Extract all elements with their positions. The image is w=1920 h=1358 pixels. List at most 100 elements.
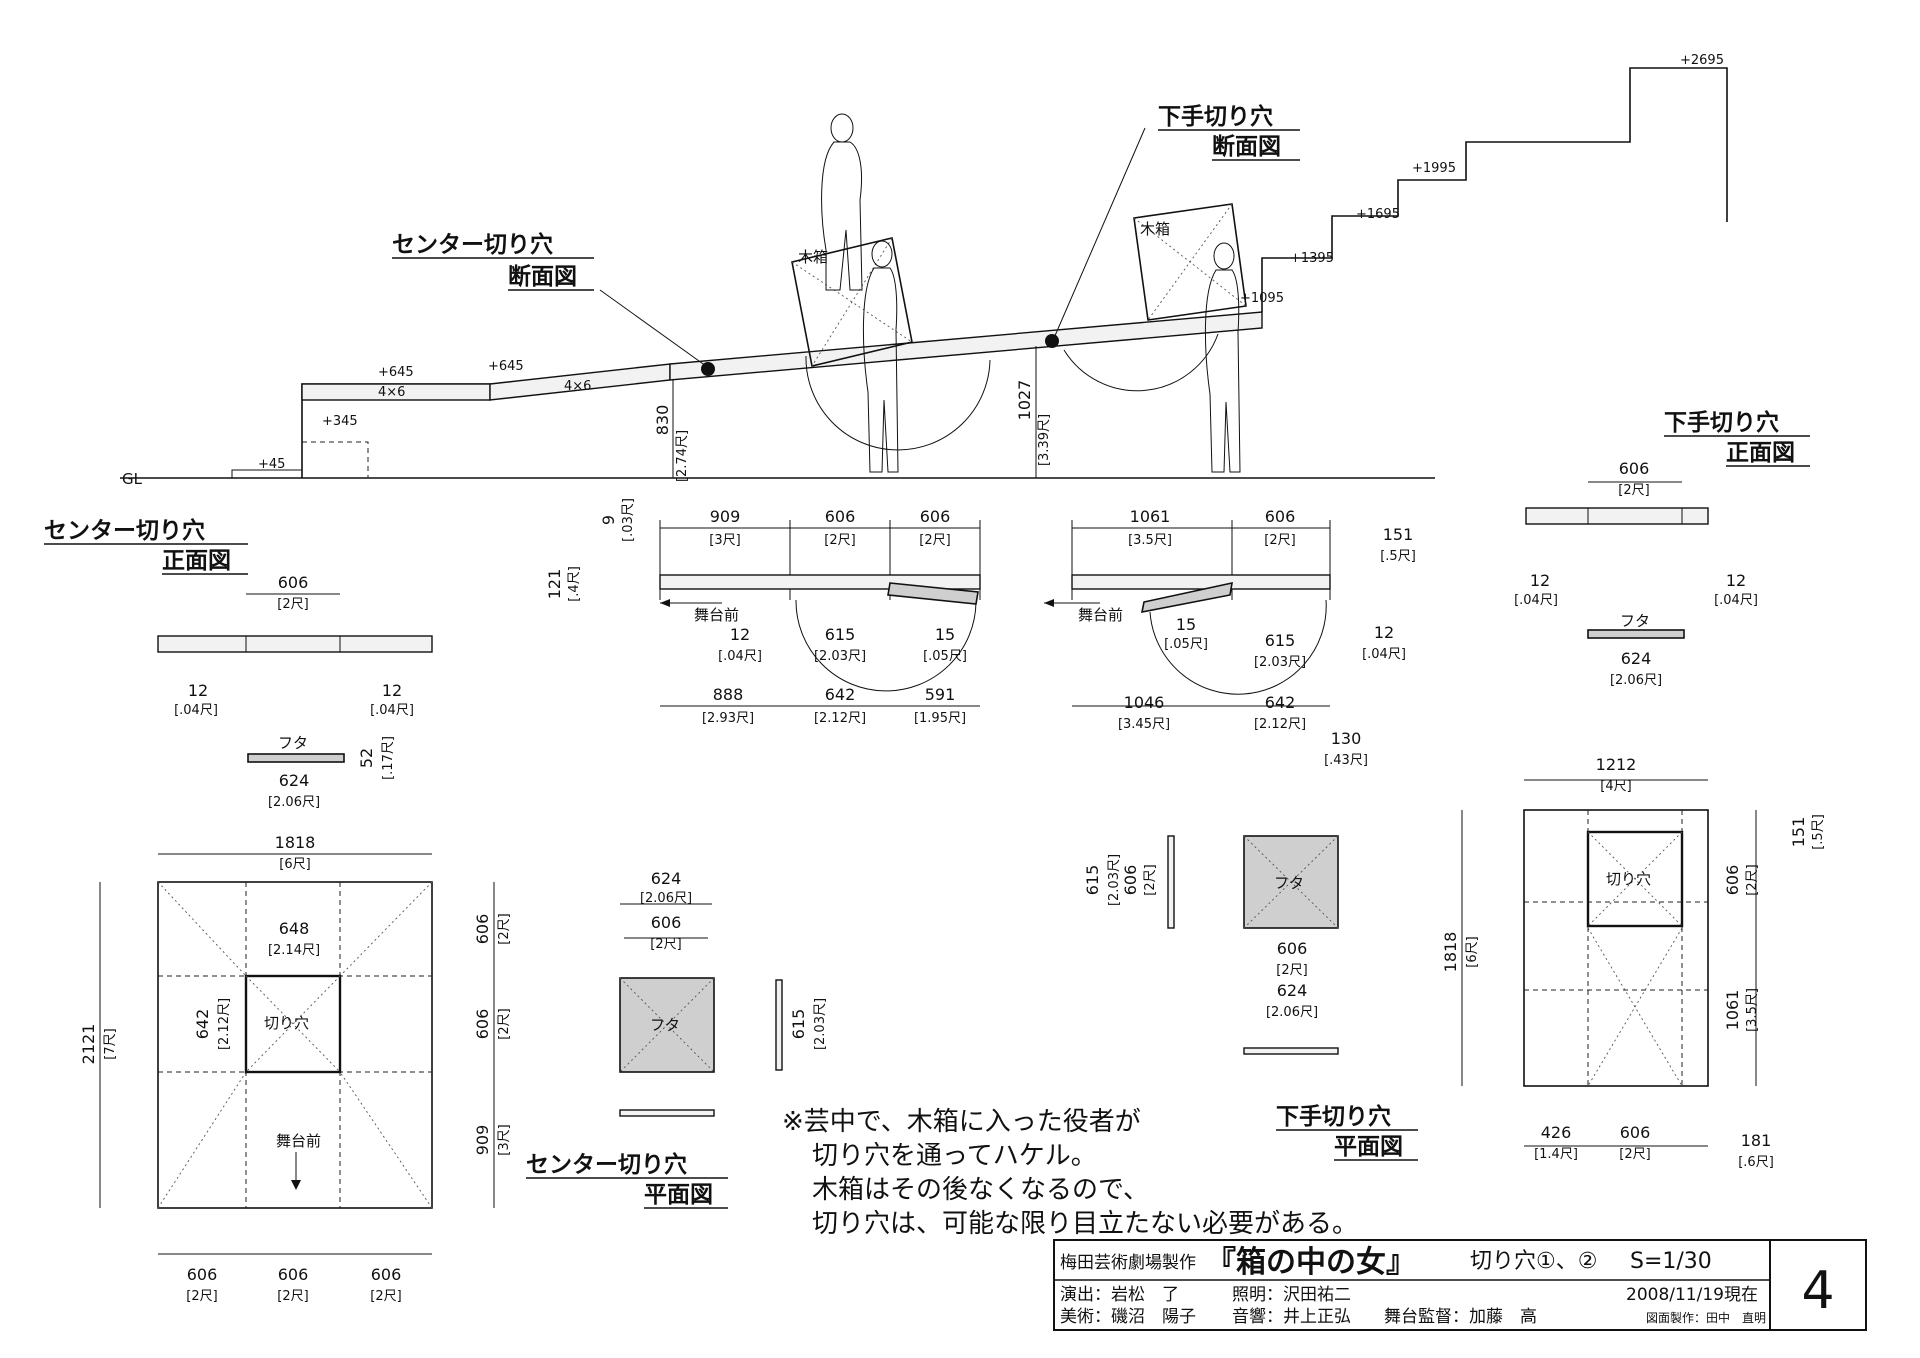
cp-hole-d-s: [2.12尺] bbox=[217, 998, 232, 1050]
box-a-label: 木箱 bbox=[798, 248, 828, 266]
ss-side-1: 12 bbox=[1374, 623, 1394, 642]
cf-deck bbox=[157, 635, 433, 653]
elev-45: +45 bbox=[258, 457, 285, 472]
cs-mid-0: 12 bbox=[730, 625, 750, 644]
slp-depth-a-s: [2.03尺] bbox=[1107, 854, 1122, 906]
elev-1395: +1395 bbox=[1290, 251, 1334, 266]
slp-outer: 624 bbox=[1277, 981, 1308, 1000]
ss-stage-front: 舞台前 bbox=[1078, 606, 1123, 624]
center-section-title-1: センター切り穴 bbox=[392, 231, 553, 258]
cf-lid bbox=[247, 753, 345, 763]
cp-platform bbox=[157, 881, 433, 1209]
sf-lid-w: 624 bbox=[1621, 649, 1652, 668]
ss-top-1-s: [2尺] bbox=[1264, 533, 1295, 548]
clp-outer: 624 bbox=[651, 869, 682, 888]
cp-hole-label: 切り穴 bbox=[264, 1014, 309, 1032]
slp-depth-b: 606 bbox=[1121, 865, 1140, 896]
cp-bot-0-s: [2尺] bbox=[186, 1289, 217, 1304]
cs-bot-2: 591 bbox=[925, 685, 956, 704]
clp-inner: 606 bbox=[651, 913, 682, 932]
center-plan-view: 1818 [6尺] 切り穴 648 [2.14尺] 642 [2.12尺] 舞台… bbox=[79, 833, 512, 1304]
cf-w606: 606 bbox=[278, 573, 309, 592]
cs-side-1: 121 bbox=[545, 569, 564, 600]
ss-mid-1: 615 bbox=[1265, 631, 1296, 650]
cp-right-0-s: [2尺] bbox=[497, 913, 512, 944]
cs-side-0-s: [.03尺] bbox=[621, 498, 636, 542]
ss-mid-0: 15 bbox=[1176, 615, 1196, 634]
sp-bot-0: 426 bbox=[1541, 1123, 1572, 1142]
cs-mid-2: 15 bbox=[935, 625, 955, 644]
center-lid-plan: 624 [2.06尺] 606 [2尺] フタ 615 [2.03尺] bbox=[619, 869, 828, 1117]
slp-front bbox=[1243, 1047, 1339, 1055]
ss-top-0-s: [3.5尺] bbox=[1128, 533, 1172, 548]
cp-bot-2-s: [2尺] bbox=[370, 1289, 401, 1304]
sp-overall-d: 1818 bbox=[1441, 932, 1460, 973]
sf-lid bbox=[1587, 629, 1685, 639]
actor-figure-b bbox=[862, 240, 899, 473]
ss-swing bbox=[1149, 599, 1327, 695]
slp-label: フタ bbox=[1274, 874, 1304, 892]
slp-depth-a: 615 bbox=[1083, 865, 1102, 896]
cp-overall-w: 1818 bbox=[275, 833, 316, 852]
sf-w606-s: [2尺] bbox=[1618, 483, 1649, 498]
cp-overall-w-s: [6尺] bbox=[279, 857, 310, 872]
cp-bot-0: 606 bbox=[187, 1265, 218, 1284]
sp-right-1-s: [3.5尺] bbox=[1745, 988, 1760, 1032]
tb-production: 『箱の中の女』 bbox=[1206, 1245, 1416, 1280]
tb-stage-manager: 舞台監督：加藤 高 bbox=[1384, 1307, 1537, 1327]
cs-stage-front: 舞台前 bbox=[694, 606, 739, 624]
tb-drawing-title: 切り穴①、② bbox=[1470, 1249, 1597, 1274]
cf-gap-r: 12 bbox=[382, 681, 402, 700]
elev-645-b: +645 bbox=[488, 359, 524, 374]
center-plan-title-1: センター切り穴 bbox=[526, 1151, 687, 1178]
ss-side-2-s: [.43尺] bbox=[1324, 753, 1368, 768]
cf-gap-r-s: [.04尺] bbox=[370, 703, 414, 718]
cs-bot-1: 642 bbox=[825, 685, 856, 704]
clp-side bbox=[775, 979, 783, 1071]
elev-345: +345 bbox=[322, 414, 358, 429]
shimote-front-title-1: 下手切り穴 bbox=[1664, 409, 1779, 436]
elev-1995: +1995 bbox=[1412, 161, 1456, 176]
actor-figure-a bbox=[821, 113, 863, 291]
clp-inner-s: [2尺] bbox=[650, 937, 681, 952]
shimote-section-title-2: 断面図 bbox=[1212, 133, 1281, 160]
shimote-section-title-1: 下手切り穴 bbox=[1158, 103, 1273, 130]
shimote-front-title-2: 正面図 bbox=[1726, 440, 1795, 466]
sp-bot-0-s: [1.4尺] bbox=[1534, 1147, 1578, 1162]
sp-overall-d-s: [6尺] bbox=[1465, 936, 1480, 967]
h1027: 1027 bbox=[1015, 380, 1034, 421]
clp-front bbox=[619, 1109, 715, 1117]
sp-cut-hole bbox=[1586, 830, 1684, 928]
note-line-3: 木箱はその後なくなるので、 bbox=[812, 1175, 1149, 1205]
sf-deck bbox=[1525, 507, 1709, 525]
ss-deck bbox=[1071, 574, 1331, 590]
sf-lid-label: フタ bbox=[1620, 612, 1650, 630]
tb-direction: 演出：岩松 了 bbox=[1060, 1285, 1179, 1305]
side-elevation: GL +45 +345 4×6 +645 +645 4×6 830 [2.74尺… bbox=[120, 53, 1728, 488]
sf-w606: 606 bbox=[1619, 459, 1650, 478]
cf-lid-w: 624 bbox=[279, 771, 310, 790]
cf-lid-label: フタ bbox=[278, 734, 308, 752]
sp-platform bbox=[1523, 809, 1709, 1087]
stair-profile bbox=[1261, 67, 1728, 312]
clp-depth: 615 bbox=[789, 1009, 808, 1040]
ss-bot-0-s: [3.45尺] bbox=[1118, 717, 1170, 732]
cs-swing bbox=[795, 599, 977, 692]
note-line-4: 切り穴は、可能な限り目立たない必要がある。 bbox=[812, 1209, 1358, 1239]
tb-scale: S=1/30 bbox=[1630, 1249, 1712, 1274]
cs-mid-0-s: [.04尺] bbox=[718, 649, 762, 664]
ss-lid-open bbox=[1140, 581, 1233, 614]
ss-side-2: 130 bbox=[1331, 729, 1362, 748]
sp-right-0: 606 bbox=[1723, 865, 1742, 896]
cp-right-1-s: [2尺] bbox=[497, 1008, 512, 1039]
cp-bot-1-s: [2尺] bbox=[277, 1289, 308, 1304]
actor-figure-c bbox=[1204, 242, 1241, 473]
cp-bot-2: 606 bbox=[371, 1265, 402, 1284]
sf-lid-w-s: [2.06尺] bbox=[1610, 673, 1662, 688]
shimote-section-detail: 1061 [3.5尺] 606 [2尺] 151 [.5尺] 12 [.04尺]… bbox=[1044, 507, 1416, 768]
cs-bot-1-s: [2.12尺] bbox=[814, 711, 866, 726]
center-section-detail: 909 [3尺] 606 [2尺] 606 [2尺] 9 [.03尺] 121 … bbox=[545, 498, 981, 726]
sp-bot-2-s: [.6尺] bbox=[1738, 1155, 1774, 1170]
cs-bot-0: 888 bbox=[713, 685, 744, 704]
sp-bot-2: 181 bbox=[1741, 1131, 1772, 1150]
